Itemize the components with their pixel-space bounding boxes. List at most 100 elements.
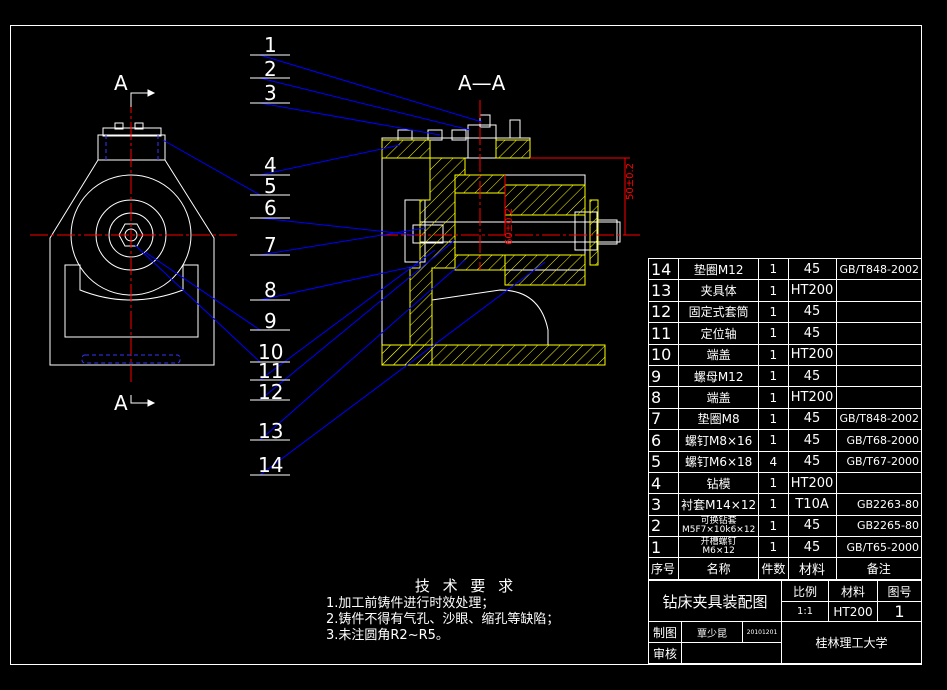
bom-no: 6 — [647, 429, 680, 452]
bom-name: 端盖 — [678, 386, 760, 409]
callout-7: 7 — [264, 233, 277, 257]
bom-note: GB/T848-2002 — [835, 407, 923, 431]
left-hidden-lines — [81, 135, 181, 364]
bom-name: 固定式套筒 — [678, 300, 760, 324]
callout-3: 3 — [264, 81, 277, 105]
bom-name: 螺钉M6×18 — [678, 450, 760, 473]
bom-material: HT200 — [787, 471, 837, 495]
bom-no: 11 — [647, 322, 680, 345]
bom-name: 垫圈M12 — [678, 257, 760, 281]
bom-qty: 1 — [758, 514, 789, 538]
drawn-date: 20101201 — [742, 621, 782, 643]
bom-no: 2 — [647, 514, 680, 538]
bom-no: 14 — [647, 257, 680, 281]
callout-2: 2 — [264, 57, 277, 81]
bom-qty: 1 — [758, 536, 789, 559]
bom-note — [835, 322, 923, 345]
section-marker-top: A — [114, 71, 128, 95]
callout-10: 10 — [258, 340, 283, 364]
bom-material: 45 — [787, 450, 837, 473]
bom-name-line1: 开槽螺钉 — [700, 537, 737, 548]
section-marker-bottom: A — [114, 391, 128, 415]
bom-material: 45 — [787, 364, 837, 388]
bom-qty: 1 — [758, 279, 789, 302]
bom-note — [835, 364, 923, 388]
dimension-text-1: 50±0.2 — [625, 163, 636, 200]
callout-5: 5 — [264, 174, 277, 198]
scale-value: 1:1 — [781, 601, 829, 622]
bom-no: 10 — [647, 343, 680, 366]
callout-13: 13 — [258, 419, 283, 443]
drawing-no-label: 图号 — [877, 580, 922, 602]
scale-label: 比例 — [781, 580, 829, 602]
bom-material: 45 — [787, 536, 837, 559]
bom-note: GB/T65-2000 — [835, 536, 923, 559]
bom-qty: 1 — [758, 322, 789, 345]
title-block: 钻床夹具装配图 比例 材料 图号 1:1 HT200 1 制图 覃少昆 2010… — [648, 580, 922, 664]
bom-name: 螺母M12 — [678, 364, 760, 388]
bom-note: GB/T848-2002 — [835, 257, 923, 281]
bom-no: 9 — [647, 364, 680, 388]
tech-item-2: 2.铸件不得有气孔、沙眼、缩孔等缺陷； — [326, 612, 560, 627]
dimension-lines — [504, 157, 630, 235]
callout-12: 12 — [258, 380, 283, 404]
material-value: HT200 — [828, 601, 878, 622]
bom-material: 45 — [787, 322, 837, 345]
bom-header-qty: 件数 — [758, 557, 789, 580]
bom-name: 钻模 — [678, 471, 760, 495]
callout-underlines — [250, 54, 290, 476]
bom-header-note: 备注 — [835, 557, 923, 580]
callout-11: 11 — [258, 359, 283, 383]
tech-title: 技 术 要 求 — [414, 577, 518, 595]
section-markers — [130, 89, 156, 407]
bom-no: 4 — [647, 471, 680, 495]
bom-material: 45 — [787, 429, 837, 452]
left-center-lines — [30, 95, 238, 382]
bom-name: 定位轴 — [678, 322, 760, 345]
drawing-title: 钻床夹具装配图 — [648, 580, 782, 622]
bom-material: 45 — [787, 514, 837, 538]
bom-qty: 4 — [758, 450, 789, 473]
bom-header-material: 材料 — [787, 557, 837, 580]
drawing-no-value: 1 — [877, 601, 922, 622]
drawn-by: 覃少昆 — [681, 621, 743, 643]
section-hatching — [381, 139, 606, 366]
bom-header-no: 序号 — [647, 557, 680, 580]
bom-material: 45 — [787, 407, 837, 431]
callout-1: 1 — [264, 33, 277, 57]
bom-header: 序号名称件数材料备注 — [647, 557, 923, 580]
bom-name: 夹具体 — [678, 279, 760, 302]
bom-qty: 1 — [758, 429, 789, 452]
bom-name: 垫圈M8 — [678, 407, 760, 431]
leader-lines — [134, 54, 546, 476]
bom-note — [835, 279, 923, 302]
bom-no: 1 — [647, 536, 680, 559]
drawing-frame — [10, 25, 922, 665]
bom-qty: 1 — [758, 300, 789, 324]
bom-note — [835, 300, 923, 324]
bom-name: 端盖 — [678, 343, 760, 366]
bom-note — [835, 343, 923, 366]
callout-8: 8 — [264, 278, 277, 302]
bom-qty: 1 — [758, 493, 789, 516]
bom-qty: 1 — [758, 257, 789, 281]
checked-label: 审核 — [648, 642, 682, 664]
bom-note: GB2265-80 — [835, 514, 923, 538]
bom-material: T10A — [787, 493, 837, 516]
bom-material: HT200 — [787, 343, 837, 366]
bom-qty: 1 — [758, 343, 789, 366]
